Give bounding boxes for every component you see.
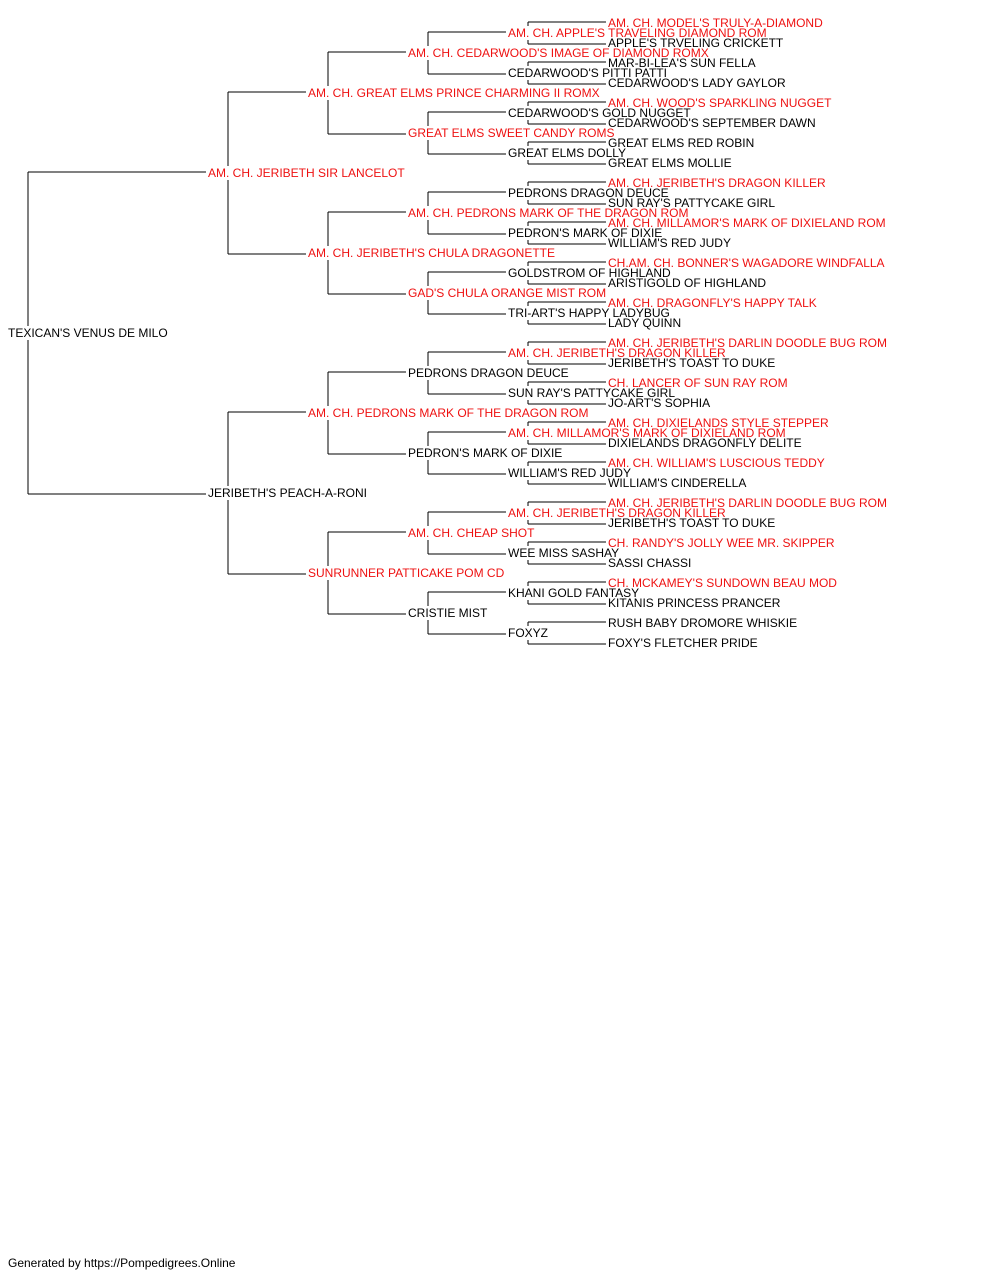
pedigree-name-gen2-0: AM. CH. GREAT ELMS PRINCE CHARMING II RO… — [308, 86, 600, 100]
pedigree-name-gen5-7: GREAT ELMS MOLLIE — [608, 156, 732, 170]
pedigree-name-gen5-31: FOXY'S FLETCHER PRIDE — [608, 636, 758, 650]
pedigree-name-gen5-4: AM. CH. WOOD'S SPARKLING NUGGET — [608, 96, 832, 110]
pedigree-name-gen4-9: SUN RAY'S PATTYCAKE GIRL — [508, 386, 675, 400]
pedigree-name-gen5-3: CEDARWOOD'S LADY GAYLOR — [608, 76, 786, 90]
generated-by-footer: Generated by https://Pompedigrees.Online — [8, 1256, 236, 1270]
pedigree-name-gen4-7: TRI-ART'S HAPPY LADYBUG — [508, 306, 670, 320]
pedigree-name-gen5-1: APPLE'S TRVELING CRICKETT — [608, 36, 784, 50]
connector-lines — [27, 21, 606, 645]
pedigree-name-gen4-1: CEDARWOOD'S PITTI PATTI — [508, 66, 667, 80]
pedigree-name-gen4-13: WEE MISS SASHAY — [508, 546, 619, 560]
pedigree-name-gen5-13: ARISTIGOLD OF HIGHLAND — [608, 276, 766, 290]
pedigree-name-gen5-18: CH. LANCER OF SUN RAY ROM — [608, 376, 788, 390]
pedigree-name-gen2-2: AM. CH. PEDRONS MARK OF THE DRAGON ROM — [308, 406, 588, 420]
pedigree-name-gen3-4: PEDRONS DRAGON DEUCE — [408, 366, 569, 380]
pedigree-name-gen3-7: CRISTIE MIST — [408, 606, 488, 620]
pedigree-name-gen3-1: GREAT ELMS SWEET CANDY ROMS — [408, 126, 614, 140]
pedigree-name-gen3-6: AM. CH. CHEAP SHOT — [408, 526, 535, 540]
pedigree-name-gen5-10: AM. CH. MILLAMOR'S MARK OF DIXIELAND ROM — [608, 216, 886, 230]
pedigree-name-gen5-25: JERIBETH'S TOAST TO DUKE — [608, 516, 775, 530]
pedigree-name-gen4-15: FOXYZ — [508, 626, 548, 640]
pedigree-name-gen5-27: SASSI CHASSI — [608, 556, 691, 570]
pedigree-name-gen5-26: CH. RANDY'S JOLLY WEE MR. SKIPPER — [608, 536, 835, 550]
pedigree-name-gen4-6: GOLDSTROM OF HIGHLAND — [508, 266, 671, 280]
pedigree-name-gen3-5: PEDRON'S MARK OF DIXIE — [408, 446, 562, 460]
pedigree-name-gen5-6: GREAT ELMS RED ROBIN — [608, 136, 754, 150]
pedigree-name-gen5-23: WILLIAM'S CINDERELLA — [608, 476, 746, 490]
pedigree-name-gen4-12: AM. CH. JERIBETH'S DRAGON KILLER — [508, 506, 726, 520]
pedigree-name-gen4-4: PEDRONS DRAGON DEUCE — [508, 186, 669, 200]
pedigree-name-gen4-3: GREAT ELMS DOLLY — [508, 146, 626, 160]
pedigree-name-gen5-14: AM. CH. DRAGONFLY'S HAPPY TALK — [608, 296, 817, 310]
pedigree-name-gen5-11: WILLIAM'S RED JUDY — [608, 236, 731, 250]
pedigree-name-gen4-5: PEDRON'S MARK OF DIXIE — [508, 226, 662, 240]
pedigree-name-gen4-11: WILLIAM'S RED JUDY — [508, 466, 631, 480]
pedigree-name-gen5-17: JERIBETH'S TOAST TO DUKE — [608, 356, 775, 370]
pedigree-name-gen5-24: AM. CH. JERIBETH'S DARLIN DOODLE BUG ROM — [608, 496, 887, 510]
pedigree-name-gen5-2: MAR-BI-LEA'S SUN FELLA — [608, 56, 756, 70]
pedigree-name-gen5-16: AM. CH. JERIBETH'S DARLIN DOODLE BUG ROM — [608, 336, 887, 350]
pedigree-name-gen4-0: AM. CH. APPLE'S TRAVELING DIAMOND ROM — [508, 26, 767, 40]
pedigree-name-gen0-0: TEXICAN'S VENUS DE MILO — [8, 326, 168, 340]
pedigree-name-gen5-0: AM. CH. MODEL'S TRULY-A-DIAMOND — [608, 16, 823, 30]
pedigree-name-gen5-8: AM. CH. JERIBETH'S DRAGON KILLER — [608, 176, 826, 190]
pedigree-name-gen5-29: KITANIS PRINCESS PRANCER — [608, 596, 781, 610]
pedigree-name-gen4-10: AM. CH. MILLAMOR'S MARK OF DIXIELAND ROM — [508, 426, 786, 440]
pedigree-name-gen4-2: CEDARWOOD'S GOLD NUGGET — [508, 106, 691, 120]
pedigree-name-gen5-22: AM. CH. WILLIAM'S LUSCIOUS TEDDY — [608, 456, 825, 470]
pedigree-name-gen3-0: AM. CH. CEDARWOOD'S IMAGE OF DIAMOND ROM… — [408, 46, 709, 60]
pedigree-name-gen2-1: AM. CH. JERIBETH'S CHULA DRAGONETTE — [308, 246, 555, 260]
pedigree-name-gen4-14: KHANI GOLD FANTASY — [508, 586, 639, 600]
pedigree-name-gen3-3: GAD'S CHULA ORANGE MIST ROM — [408, 286, 606, 300]
pedigree-name-gen2-3: SUNRUNNER PATTICAKE POM CD — [308, 566, 505, 580]
pedigree-name-gen5-5: CEDARWOOD'S SEPTEMBER DAWN — [608, 116, 816, 130]
pedigree-name-gen3-2: AM. CH. PEDRONS MARK OF THE DRAGON ROM — [408, 206, 688, 220]
name-labels: TEXICAN'S VENUS DE MILO AM. CH. JERIBETH … — [8, 16, 887, 650]
pedigree-name-gen5-30: RUSH BABY DROMORE WHISKIE — [608, 616, 797, 630]
pedigree-name-gen5-15: LADY QUINN — [608, 316, 681, 330]
pedigree-name-gen5-28: CH. MCKAMEY'S SUNDOWN BEAU MOD — [608, 576, 837, 590]
pedigree-name-gen4-8: AM. CH. JERIBETH'S DRAGON KILLER — [508, 346, 726, 360]
pedigree-name-gen1-0: AM. CH. JERIBETH SIR LANCELOT — [208, 166, 405, 180]
pedigree-name-gen5-12: CH.AM. CH. BONNER'S WAGADORE WINDFALLA — [608, 256, 885, 270]
pedigree-name-gen1-1: JERIBETH'S PEACH-A-RONI — [208, 486, 367, 500]
pedigree-name-gen5-19: JO-ART'S SOPHIA — [608, 396, 710, 410]
pedigree-name-gen5-9: SUN RAY'S PATTYCAKE GIRL — [608, 196, 775, 210]
pedigree-name-gen5-20: AM. CH. DIXIELANDS STYLE STEPPER — [608, 416, 829, 430]
pedigree-name-gen5-21: DIXIELANDS DRAGONFLY DELITE — [608, 436, 802, 450]
